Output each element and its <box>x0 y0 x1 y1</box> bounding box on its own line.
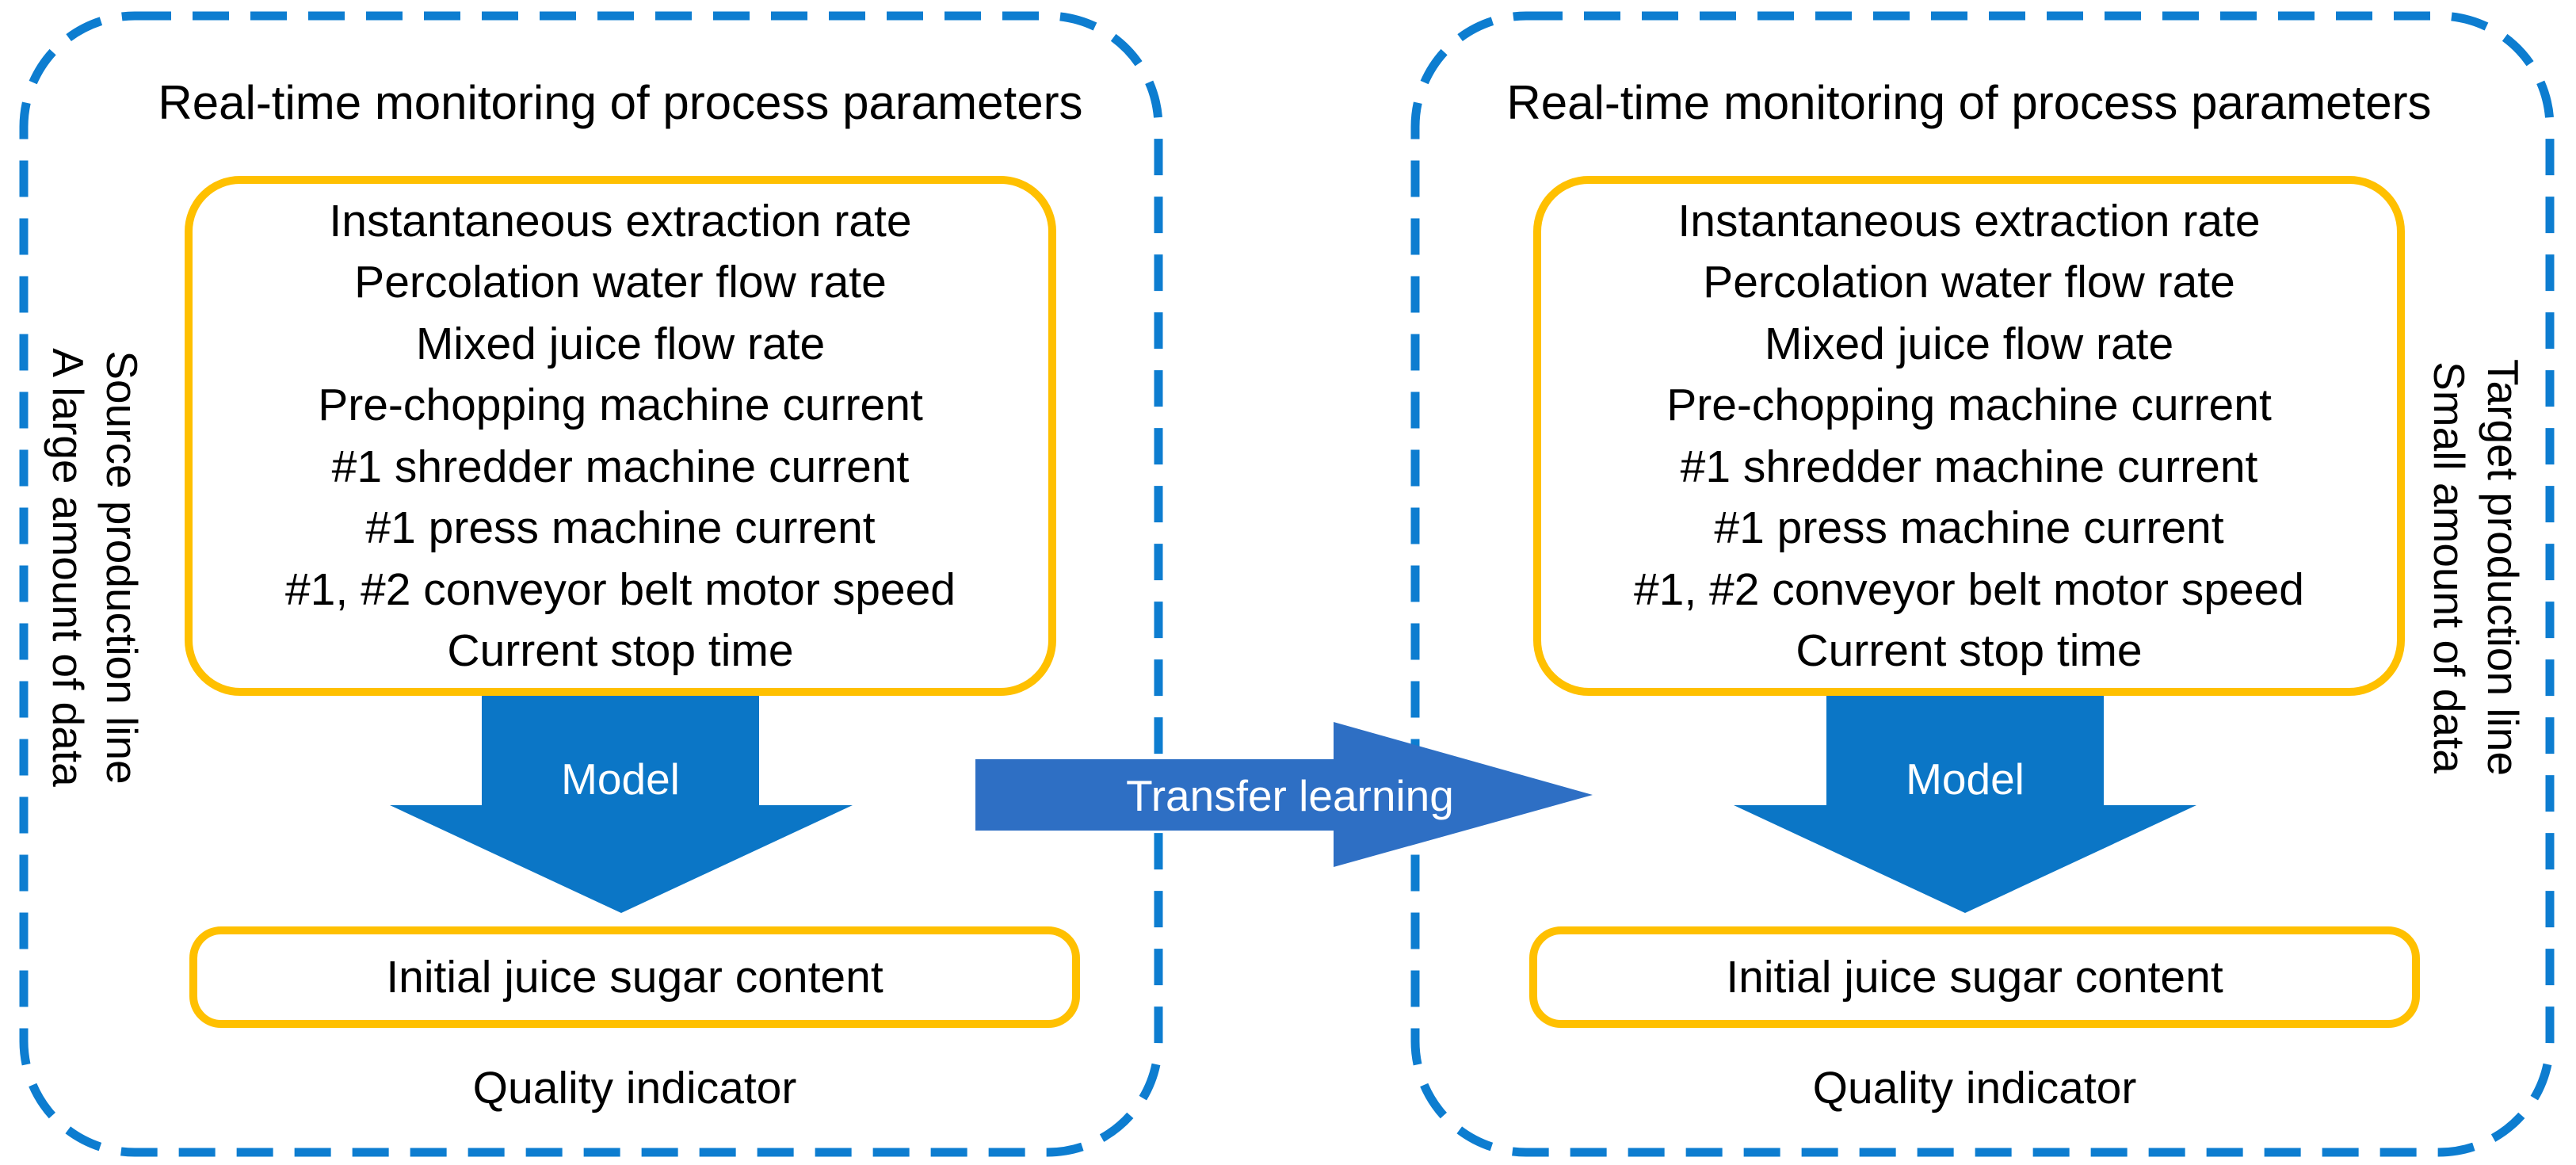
parameter-line: #1 shredder machine current <box>331 441 910 492</box>
parameter-line: Pre-chopping machine current <box>1666 380 2272 431</box>
transfer-learning-arrow-label: Transfer learning <box>1126 771 1454 820</box>
target-model-arrow-icon <box>1734 696 2196 913</box>
target-production-line-label: Target production line <box>2479 359 2528 776</box>
parameter-line: #1 press machine current <box>1714 502 2224 554</box>
target-vertical-label: Target production line Small amount of d… <box>2421 243 2531 892</box>
source-parameters-box: Instantaneous extraction rate Percolatio… <box>185 176 1056 696</box>
parameter-line: #1, #2 conveyor belt motor speed <box>1633 563 2304 615</box>
target-model-arrow-label: Model <box>1906 754 2025 804</box>
target-parameters-box: Instantaneous extraction rate Percolatio… <box>1533 176 2405 696</box>
parameter-line: Percolation water flow rate <box>354 257 887 308</box>
source-model-arrow-icon <box>390 696 853 913</box>
target-output-box: Initial juice sugar content <box>1529 926 2420 1028</box>
source-output-box: Initial juice sugar content <box>189 926 1080 1028</box>
target-output-label: Initial juice sugar content <box>1726 952 2223 1003</box>
source-vertical-label: Source production line A large amount of… <box>40 243 150 892</box>
parameter-line: Mixed juice flow rate <box>415 318 826 369</box>
parameter-line: Instantaneous extraction rate <box>1677 195 2261 246</box>
parameter-line: Current stop time <box>447 625 794 677</box>
parameter-line: Pre-chopping machine current <box>318 380 923 431</box>
source-production-line-label: Source production line <box>97 350 147 785</box>
parameter-line: #1 press machine current <box>365 502 876 554</box>
target-quality-indicator-caption: Quality indicator <box>1812 1063 2137 1113</box>
parameter-line: #1 shredder machine current <box>1680 441 2258 492</box>
transfer-learning-arrow-icon <box>975 722 1593 867</box>
source-panel-title: Real-time monitoring of process paramete… <box>158 76 1083 129</box>
source-data-amount-label: A large amount of data <box>44 348 93 787</box>
parameter-line: Instantaneous extraction rate <box>329 195 912 246</box>
target-panel-dashed-border <box>1410 11 2555 1157</box>
source-output-label: Initial juice sugar content <box>386 952 883 1003</box>
parameter-line: Percolation water flow rate <box>1703 257 2235 308</box>
target-data-amount-label: Small amount of data <box>2425 361 2474 773</box>
parameter-line: Mixed juice flow rate <box>1764 318 2174 369</box>
parameter-line: #1, #2 conveyor belt motor speed <box>284 563 956 615</box>
source-model-arrow-label: Model <box>561 754 680 804</box>
source-panel-dashed-border <box>19 11 1163 1157</box>
parameter-line: Current stop time <box>1796 625 2143 677</box>
source-quality-indicator-caption: Quality indicator <box>472 1063 797 1113</box>
target-panel-title: Real-time monitoring of process paramete… <box>1506 76 2432 129</box>
